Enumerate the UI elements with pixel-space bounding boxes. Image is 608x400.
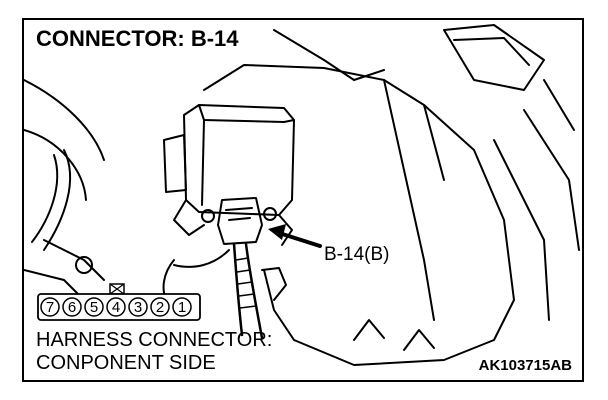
connector-pin-number: 6 <box>68 299 76 316</box>
connector-pin-number: 3 <box>134 299 142 316</box>
connector-pin-number: 4 <box>112 299 120 316</box>
connector-pin <box>106 297 126 317</box>
connector-callout-label: B-14(B) <box>324 244 390 265</box>
connector-pin-number: 2 <box>156 299 164 316</box>
callout-arrow-head <box>268 224 286 240</box>
connector-pin <box>84 297 104 317</box>
connector-pin <box>62 297 82 317</box>
connector-title: CONNECTOR: B-14 <box>34 26 241 51</box>
connector-pin-number: 1 <box>178 299 186 316</box>
connector-pin-number: 5 <box>90 299 98 316</box>
connector-pin-number: 7 <box>46 299 54 316</box>
connector-pin <box>150 297 170 317</box>
figure-code: AK103715AB <box>478 357 572 374</box>
harness-connector-caption-line1: HARNESS CONNECTOR: <box>36 329 273 351</box>
connector-pin <box>128 297 148 317</box>
connector-pin <box>40 297 60 317</box>
harness-connector-caption-line2: CONPONENT SIDE <box>36 352 216 374</box>
connector-pin <box>172 297 192 317</box>
